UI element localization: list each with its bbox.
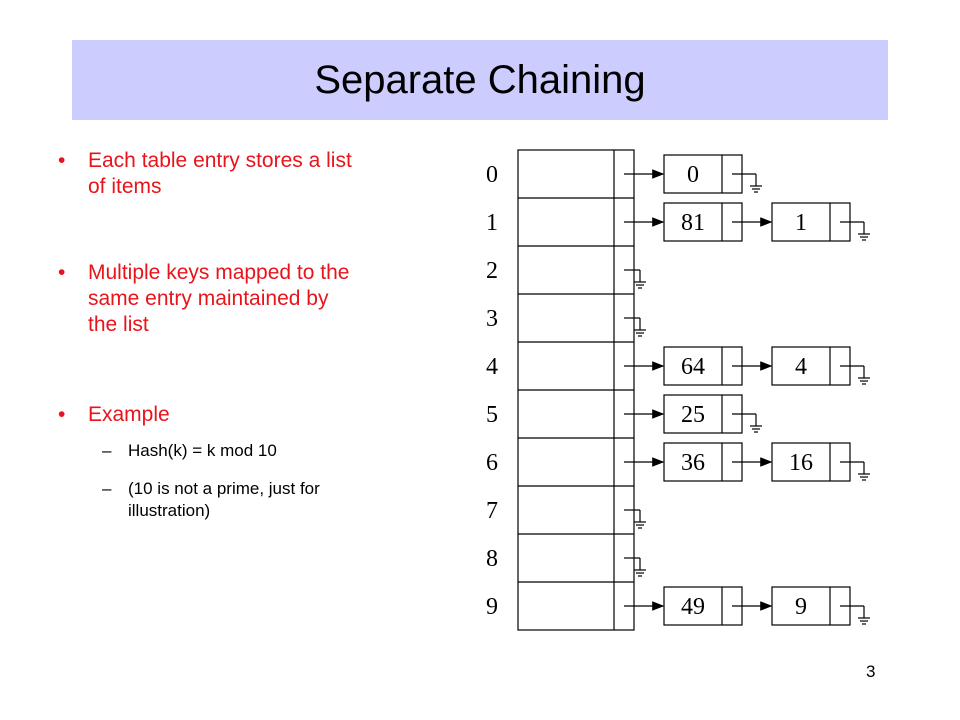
sub-bullet-text-line: Hash(k) = k mod 10 (128, 441, 277, 460)
sub-bullet-marker: – (102, 441, 112, 460)
list-node-value: 16 (789, 450, 813, 476)
bullet-item: • Each table entry stores a list of item… (58, 148, 438, 200)
list-node-value: 64 (681, 354, 705, 380)
table-index-label: 7 (486, 498, 498, 524)
list-node (663, 154, 743, 194)
bullet-text-line: the list (88, 313, 149, 336)
sub-bullet-text-line: (10 is not a prime, just for (128, 479, 320, 498)
bullet-text-line: same entry maintained by (88, 287, 329, 310)
table-index-label: 8 (486, 546, 498, 572)
sub-bullet-item: – Hash(k) = k mod 10 (102, 440, 438, 462)
table-index-label: 4 (486, 354, 498, 380)
sub-bullet-item: – (10 is not a prime, just for illustrat… (102, 478, 438, 522)
bullet-item: • Multiple keys mapped to the same entry… (58, 260, 438, 338)
list-node-value: 25 (681, 402, 705, 428)
bullet-marker: • (58, 403, 66, 426)
bullet-item: • Example (58, 402, 438, 428)
list-node-value: 36 (681, 450, 705, 476)
table-index-label: 0 (486, 162, 498, 188)
bullet-text-line: of items (88, 175, 162, 198)
bullet-marker: • (58, 261, 66, 284)
list-node (771, 202, 851, 242)
bullet-marker: • (58, 149, 66, 172)
sub-bullet-marker: – (102, 479, 112, 498)
list-node-value: 81 (681, 210, 705, 236)
list-node-value: 0 (687, 162, 699, 188)
table-index-label: 9 (486, 594, 498, 620)
slide-title: Separate Chaining (314, 57, 646, 102)
bullet-text-line: Multiple keys mapped to the (88, 261, 350, 284)
list-node-value: 4 (795, 354, 807, 380)
bullet-text-line: Each table entry stores a list (88, 149, 352, 172)
list-node (771, 586, 851, 626)
table-index-label: 5 (486, 402, 498, 428)
bullet-text-line: Example (88, 403, 170, 426)
page-number: 3 (866, 662, 876, 681)
table-index-label: 2 (486, 258, 498, 284)
list-node-value: 1 (795, 210, 807, 236)
list-node (771, 346, 851, 386)
table-index-label: 6 (486, 450, 498, 476)
table-index-label: 1 (486, 210, 498, 236)
table-index-label: 3 (486, 306, 498, 332)
title-bar: Separate Chaining (72, 40, 888, 120)
list-node-value: 49 (681, 594, 705, 620)
sub-bullet-text-line: illustration) (128, 501, 211, 520)
list-node-value: 9 (795, 594, 807, 620)
